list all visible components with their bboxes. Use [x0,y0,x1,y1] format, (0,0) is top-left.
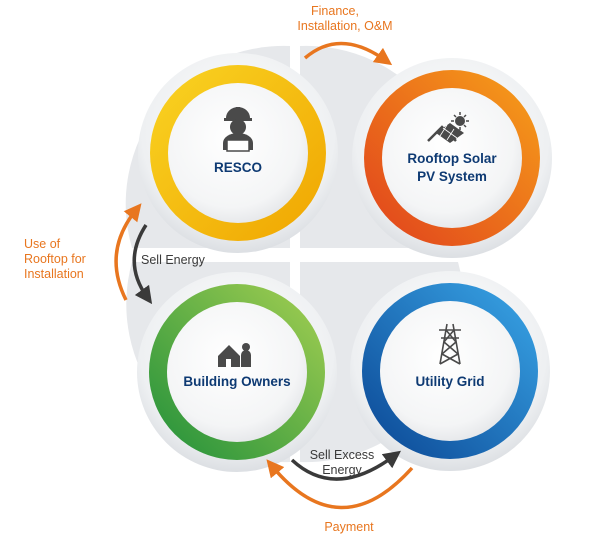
building-owners-label: Building Owners [183,374,290,389]
flow-use-of-rooftop: Use of Rooftop for Installation [24,203,142,301]
use-rooftop-line1: Use of [24,237,61,251]
solar-panel-roof-icon [427,112,469,143]
use-rooftop-line3: Installation [24,267,84,281]
house-family-icon [218,343,251,367]
node-rooftop-solar: Rooftop Solar PV System [352,58,552,258]
sell-excess-line2: Energy [322,463,362,477]
node-building-owners: Building Owners [137,272,337,472]
sell-excess-line1: Sell Excess [310,448,375,462]
engineer-laptop-icon [223,107,253,152]
rooftop-label-line1: Rooftop Solar [407,151,497,166]
flow-finance-installation: Finance, Installation, O&M [297,4,393,66]
resco-label: RESCO [214,160,262,175]
transmission-tower-icon [439,323,461,365]
finance-label-line1: Finance, [311,4,359,18]
flow-sell-excess-energy: Sell Excess Energy [290,448,402,481]
rooftop-label-line2: PV System [417,169,487,184]
node-resco: RESCO [138,53,338,253]
use-rooftop-line2: Rooftop for [24,252,86,266]
finance-label-line2: Installation, O&M [297,19,392,33]
utility-grid-label: Utility Grid [415,374,484,389]
node-utility-grid: Utility Grid [350,271,550,471]
payment-label: Payment [324,520,374,534]
flow-sell-energy: Sell Energy [132,224,206,305]
sell-energy-label: Sell Energy [141,253,206,267]
flow-payment: Payment [266,459,414,534]
